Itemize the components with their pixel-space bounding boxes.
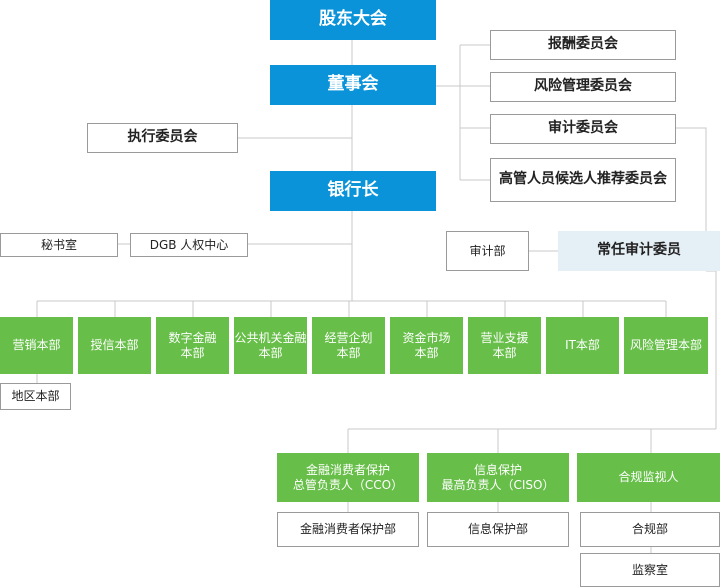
executive-nomination-committee-box: 高管人员候选人推荐委员会 [490,158,676,202]
regional-headquarters-box: 地区本部 [0,383,71,410]
consumer-protection-department-box: 金融消费者保护部 [277,512,419,547]
inspection-office-box: 监察室 [580,553,720,587]
dgb-human-rights-center-box: DGB 人权中心 [130,233,248,257]
bank-president-box: 银行长 [270,171,436,211]
compliance-officer-box: 合规监视人 [577,453,720,502]
compliance-department-box: 合规部 [580,512,720,547]
division-box-credit: 授信本部 [78,317,151,374]
shareholders-meeting-box: 股东大会 [270,0,436,40]
division-box-business-support: 营业支援 本部 [468,317,541,374]
audit-committee-box: 审计委员会 [490,114,676,144]
division-box-digital-finance: 数字金融 本部 [156,317,229,374]
compensation-committee-box: 报酬委员会 [490,30,676,60]
division-box-public-finance: 公共机关金融 本部 [234,317,307,374]
division-box-management-planning: 经营企划 本部 [312,317,385,374]
executive-committee-box: 执行委员会 [87,123,238,153]
cco-box: 金融消费者保护 总管负责人（CCO） [277,453,419,502]
division-box-capital-markets: 资金市场 本部 [390,317,463,374]
secretariat-box: 秘书室 [0,233,118,257]
ciso-box: 信息保护 最高负责人（CISO） [427,453,569,502]
risk-management-committee-box: 风险管理委员会 [490,72,676,102]
division-box-marketing: 营销本部 [0,317,73,374]
information-protection-department-box: 信息保护部 [427,512,569,547]
division-box-risk-management: 风险管理本部 [624,317,708,374]
board-of-directors-box: 董事会 [270,65,436,105]
division-box-it: IT本部 [546,317,619,374]
standing-auditor-box: 常任审计委员 [558,231,720,271]
audit-department-box: 审计部 [446,231,529,271]
